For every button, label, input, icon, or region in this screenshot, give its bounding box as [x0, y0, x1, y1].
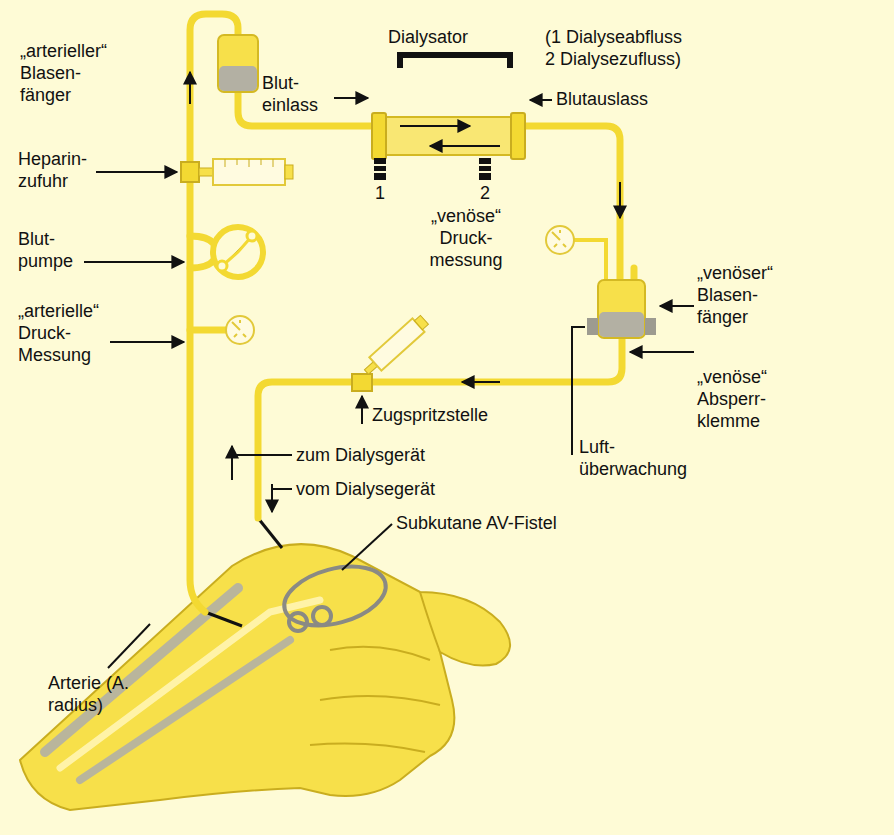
av-fistula — [278, 556, 392, 635]
arterial-bubble-trap — [218, 35, 258, 92]
legend-note: (1 Dialyseabfluss 2 Dialysezufluss) — [545, 26, 685, 70]
venous-needle — [258, 518, 282, 548]
callout-number: 1 — [375, 182, 385, 204]
injection-site — [352, 313, 430, 391]
part-label: Heparin- zufuhr — [18, 148, 90, 192]
part-label: Zugspritzstelle — [372, 404, 488, 426]
part-label: „arterieller“ Blasen- fänger — [20, 40, 110, 106]
venous-bubble-trap — [587, 280, 656, 338]
pressure-gauge — [226, 226, 574, 344]
blood-pump — [213, 227, 263, 277]
part-label: „arterielle“ Druck- Messung — [18, 300, 102, 366]
leader-lines — [84, 72, 694, 668]
part-label: Blutauslass — [556, 88, 648, 110]
flow-label: vom Dialysegerät — [296, 478, 435, 500]
component-title: Dialysator — [388, 26, 468, 48]
part-label: „venöse“ Druck- messung — [428, 205, 504, 271]
part-label: „venöser“ Blasen- fänger — [697, 262, 776, 328]
part-label: Blut- pumpe — [18, 228, 76, 272]
part-label: Subkutane AV-Fistel — [396, 512, 557, 534]
dialyzer — [372, 55, 525, 180]
part-label: „venöse“ Absperr- klemme — [697, 366, 770, 432]
callout-number: 2 — [480, 182, 490, 204]
part-label: Arterie (A. radius) — [48, 672, 134, 716]
gauge-line — [574, 240, 606, 280]
flow-label: zum Dialysgerät — [296, 444, 425, 466]
part-label: Blut- einlass — [262, 72, 321, 116]
arm — [20, 544, 510, 810]
arterial-needle — [205, 612, 242, 626]
part-label: Luft- überwachung — [579, 436, 690, 480]
heparin-syringe — [181, 159, 293, 185]
